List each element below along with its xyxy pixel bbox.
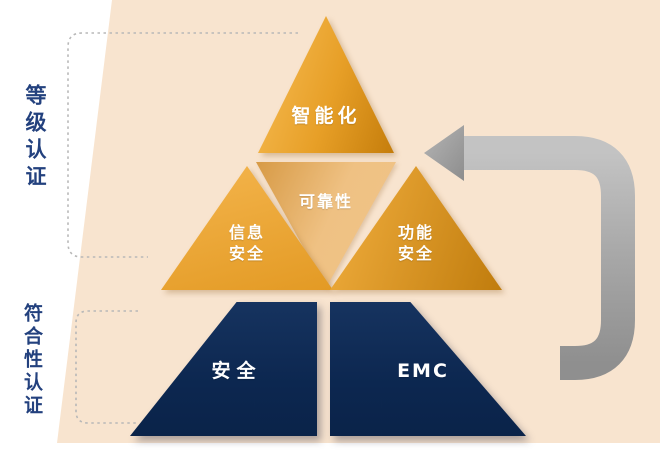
level-cert-bracket [67, 32, 298, 258]
pyramid-top-triangle: 智能化 [258, 16, 394, 153]
conformity-cert-bracket [75, 310, 138, 424]
curved-arrow [424, 125, 635, 380]
pyramid-bottom-left-trapezoid-fill: 安全 [130, 302, 317, 436]
conformity-cert-label: 符合性认证 [21, 303, 43, 418]
pyramid-mid-right-triangle-fill: 功能 安全 [330, 166, 502, 290]
pyramid-mid-left-triangle-fill: 信息 安全 [161, 166, 333, 290]
pyramid-mid-right-triangle: 功能 安全 [330, 166, 502, 290]
pyramid-mid-left-label: 信息 安全 [228, 223, 265, 263]
pyramid-bottom-left-label: 安全 [211, 360, 262, 382]
pyramid-center-label: 可靠性 [298, 192, 353, 211]
pyramid-mid-right-label: 功能 安全 [397, 223, 434, 263]
pyramid-top-label: 智能化 [291, 105, 361, 127]
pyramid-bottom-right-trapezoid-fill: EMC [330, 302, 526, 436]
level-cert-label: 等级认证 [23, 84, 47, 192]
arrow-head-icon [424, 125, 464, 181]
pyramid-mid-left-triangle: 信息 安全 [161, 166, 333, 290]
pyramid-bottom-right-label: EMC [397, 360, 449, 382]
arrow-body [462, 136, 635, 380]
pyramid-top-triangle-fill: 智能化 [258, 16, 394, 153]
pyramid-bottom-left-trapezoid: 安全 [130, 302, 317, 436]
pyramid-bottom-right-trapezoid: EMC [330, 302, 526, 436]
